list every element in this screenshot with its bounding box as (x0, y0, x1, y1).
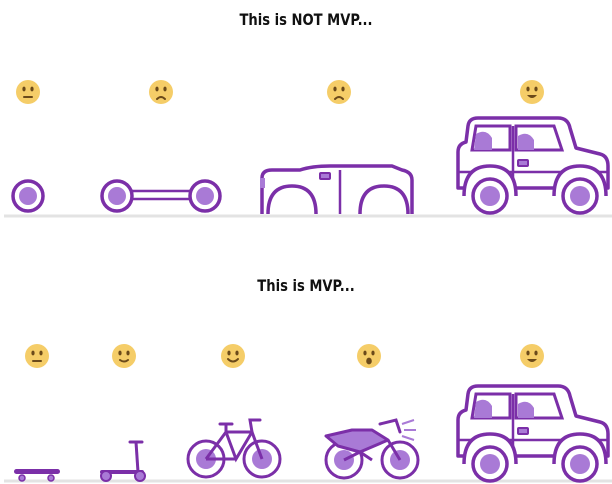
happy-face-icon (520, 80, 544, 104)
bicycle-icon (188, 420, 280, 477)
motorcycle-icon (326, 420, 418, 478)
neutral-face-icon (16, 80, 40, 104)
scooter-icon (101, 442, 145, 481)
axle-with-wheels-icon (102, 181, 220, 211)
car-body-icon (260, 166, 412, 214)
slight-smile-face-icon (112, 344, 136, 368)
sad-face-icon (327, 80, 351, 104)
neutral-face-icon (25, 344, 49, 368)
sad-face-icon (149, 80, 173, 104)
skateboard-icon (14, 469, 60, 481)
wheel-icon (13, 181, 43, 211)
car-icon (458, 118, 608, 213)
surprised-face-icon (357, 344, 381, 368)
car-icon (458, 386, 608, 481)
smile-face-icon (221, 344, 245, 368)
happy-face-icon (520, 344, 544, 368)
